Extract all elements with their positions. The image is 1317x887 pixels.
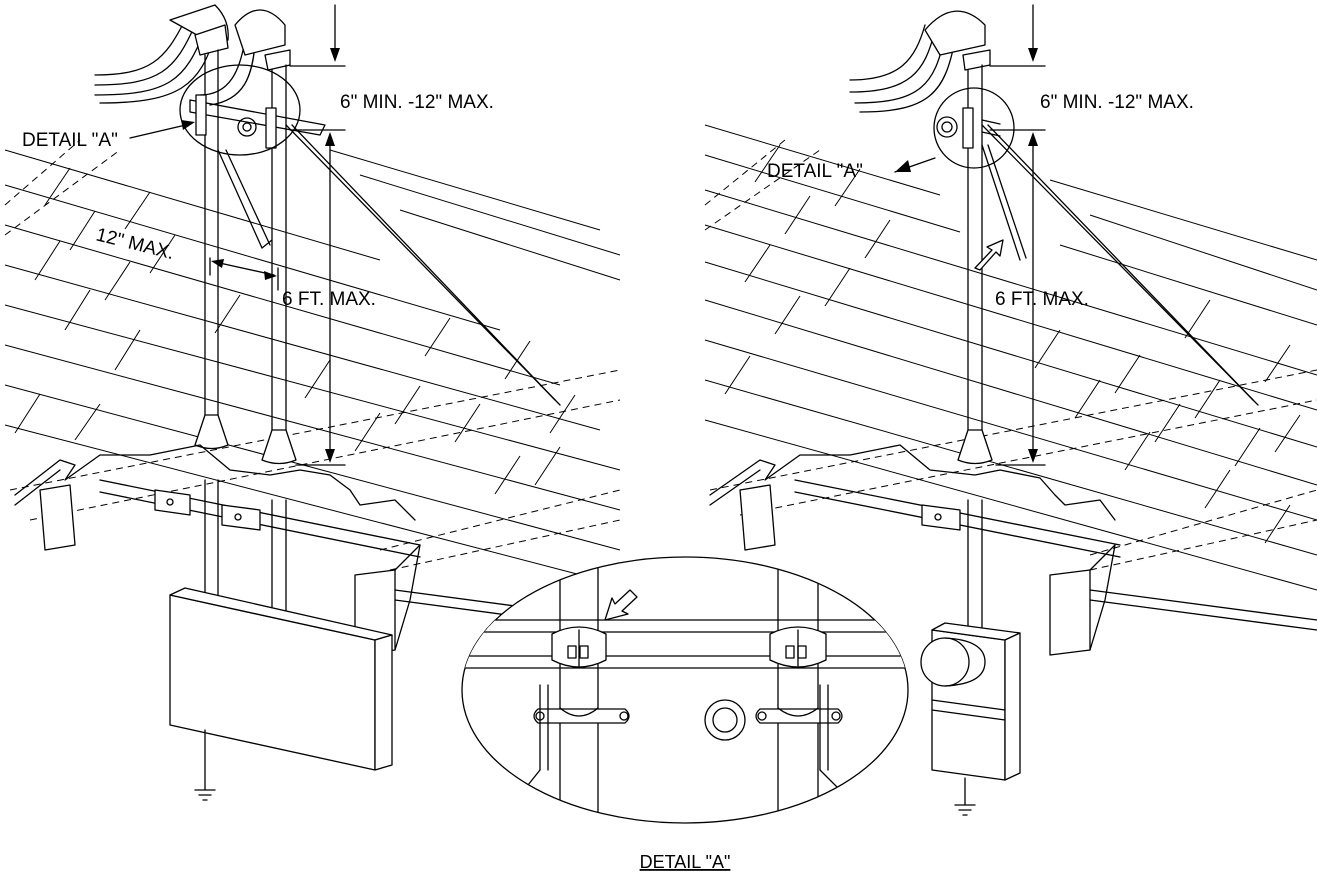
- left-installation: DETAIL "A" 6" MIN. -12" MAX. 12" MAX. 6 …: [4, 4, 621, 801]
- right-dimensions: [894, 4, 1046, 466]
- right-roof-shingles: [704, 124, 1317, 591]
- left-weatherhead-2: [234, 9, 291, 71]
- left-clearance-label: 6" MIN. -12" MAX.: [340, 92, 494, 113]
- detail-a-title: DETAIL "A": [640, 852, 731, 872]
- left-mast-clamp: [179, 64, 326, 156]
- left-braces: [217, 124, 561, 406]
- right-eave: [709, 444, 1317, 656]
- left-spacing-label: 12" MAX.: [94, 224, 176, 264]
- left-dimensions: [129, 4, 346, 466]
- left-height-label: 6 FT. MAX.: [282, 289, 376, 310]
- left-roof-shingles: [4, 139, 621, 581]
- right-height-label: 6 FT. MAX.: [995, 289, 1089, 310]
- right-detail-callout: DETAIL "A": [767, 161, 863, 182]
- right-weatherhead: [924, 10, 991, 71]
- left-detail-callout: DETAIL "A": [22, 130, 118, 151]
- right-lower-conduit: [967, 499, 983, 631]
- right-meter-socket: [920, 622, 1021, 816]
- right-braces: [974, 124, 1259, 406]
- left-eave-clamps: [154, 489, 261, 531]
- detail-a-view: DETAIL "A": [461, 556, 909, 872]
- detail-arrow-icon: [604, 589, 638, 621]
- left-weatherhead-1: [169, 4, 229, 56]
- left-service-drop: [94, 19, 256, 106]
- left-panelboard: [169, 587, 393, 801]
- right-installation: 6" MIN. -12" MAX. DETAIL "A" 6 FT. MAX.: [704, 4, 1317, 816]
- right-clearance-label: 6" MIN. -12" MAX.: [1040, 92, 1194, 113]
- right-eave-clamp: [921, 504, 961, 531]
- left-lower-conduits: [204, 479, 287, 616]
